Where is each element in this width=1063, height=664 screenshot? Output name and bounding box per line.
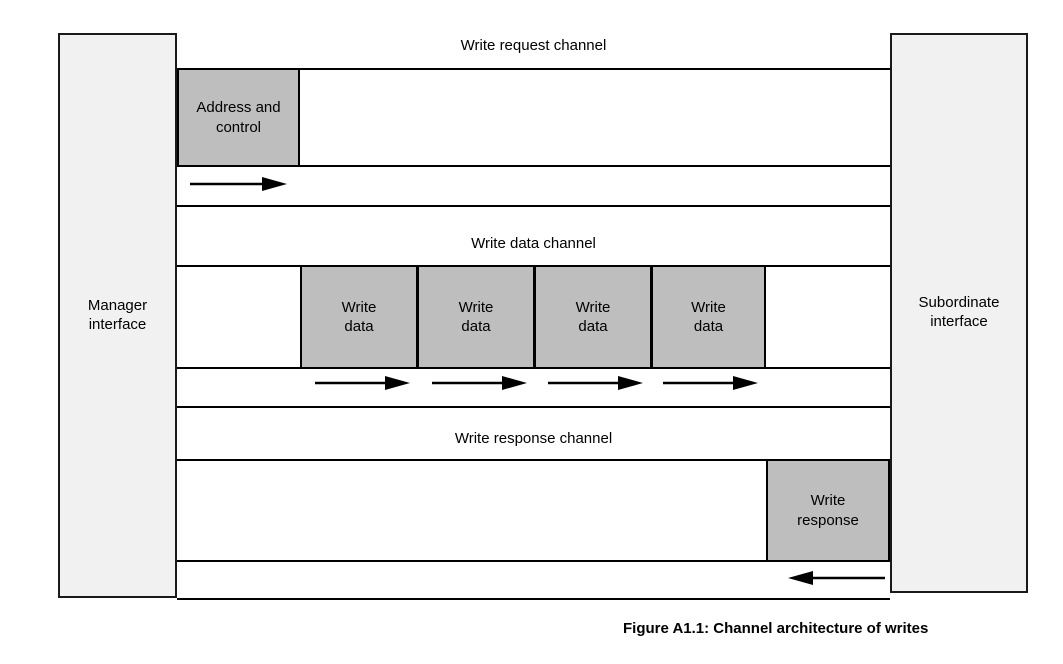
write-response-rule-mid: [177, 560, 890, 562]
write-data-box-1: Write data: [300, 265, 418, 369]
write-response-channel-title: Write response channel: [454, 430, 613, 447]
write-data-channel-title: Write data channel: [471, 235, 596, 252]
write-response-label: Write response: [797, 492, 859, 529]
write-request-rule-top: [177, 68, 890, 70]
write-data-label-4: Write data: [691, 298, 726, 336]
address-and-control-box: Address and control: [177, 68, 300, 167]
write-response-rule-bottom: [177, 598, 890, 600]
subordinate-interface-label: Subordinate interface: [918, 294, 1000, 330]
write-data-arrow-1: [315, 375, 410, 391]
write-request-rule-bottom: [177, 205, 890, 207]
write-data-box-4: Write data: [651, 265, 766, 369]
write-response-rule-top: [177, 459, 890, 461]
write-request-rule-mid: [177, 165, 890, 167]
write-response-arrow-1: [775, 570, 885, 586]
subordinate-interface-box: Subordinate interface: [890, 33, 1028, 593]
write-request-arrow-1: [190, 176, 287, 192]
write-data-box-3: Write data: [534, 265, 652, 369]
figure-caption: Figure A1.1: Channel architecture of wri…: [623, 620, 929, 637]
write-data-arrow-3: [548, 375, 643, 391]
manager-interface-box: Manager interface: [58, 33, 177, 598]
write-data-arrow-2: [432, 375, 527, 391]
write-data-label-3: Write data: [575, 298, 611, 336]
write-request-channel-title: Write request channel: [460, 37, 607, 54]
write-data-label-1: Write data: [341, 298, 377, 336]
write-response-box: Write response: [766, 459, 890, 562]
write-data-rule-bottom: [177, 406, 890, 408]
manager-interface-label: Manager interface: [87, 296, 148, 333]
write-data-arrow-4: [663, 375, 758, 391]
write-data-label-2: Write data: [458, 298, 494, 336]
write-data-box-2: Write data: [417, 265, 535, 369]
address-and-control-label: Address and control: [196, 99, 281, 136]
